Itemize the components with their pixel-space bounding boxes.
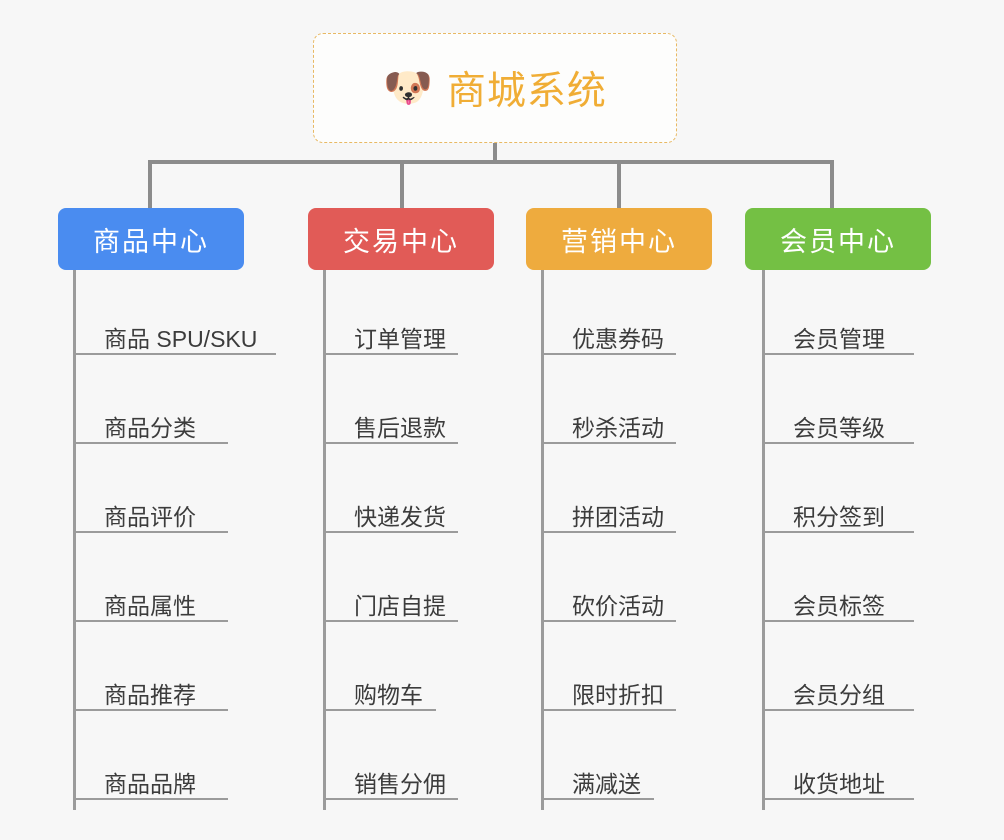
- leaf-item[interactable]: 商品 SPU/SKU: [73, 311, 276, 355]
- root-title: 商城系统: [446, 70, 607, 113]
- spine-product-center: [73, 270, 76, 810]
- leaf-item[interactable]: 商品推荐: [73, 667, 228, 711]
- category-box-trade-center[interactable]: 交易中心: [308, 208, 494, 270]
- drop-connector-product-center: [148, 160, 152, 208]
- leaf-item[interactable]: 购物车: [323, 667, 436, 711]
- dog-face-icon: 🐶: [383, 66, 433, 110]
- category-label-trade-center: 交易中心: [343, 226, 459, 257]
- leaf-label: 会员等级: [793, 414, 885, 441]
- leaf-label: 限时折扣: [572, 681, 664, 708]
- leaf-label: 售后退款: [354, 414, 446, 441]
- leaf-label: 会员标签: [793, 592, 885, 619]
- leaf-label: 商品品牌: [104, 770, 196, 797]
- leaf-label: 门店自提: [354, 592, 446, 619]
- drop-connector-trade-center: [400, 160, 404, 208]
- leaf-item[interactable]: 收货地址: [762, 756, 914, 800]
- leaf-label: 收货地址: [793, 770, 885, 797]
- leaf-label: 秒杀活动: [572, 414, 664, 441]
- leaf-item[interactable]: 商品属性: [73, 578, 228, 622]
- leaf-label: 会员管理: [793, 325, 885, 352]
- leaf-item[interactable]: 售后退款: [323, 400, 458, 444]
- leaf-label: 商品评价: [104, 503, 196, 530]
- category-box-marketing-center[interactable]: 营销中心: [526, 208, 712, 270]
- leaf-item[interactable]: 拼团活动: [541, 489, 676, 533]
- leaf-label: 会员分组: [793, 681, 885, 708]
- leaf-item[interactable]: 订单管理: [323, 311, 458, 355]
- drop-connector-member-center: [830, 160, 834, 208]
- leaf-item[interactable]: 会员等级: [762, 400, 914, 444]
- leaf-label: 订单管理: [354, 325, 446, 352]
- drop-connector-marketing-center: [617, 160, 621, 208]
- category-box-product-center[interactable]: 商品中心: [58, 208, 244, 270]
- leaf-label: 快递发货: [354, 503, 446, 530]
- leaf-label: 商品分类: [104, 414, 196, 441]
- category-label-member-center: 会员中心: [780, 226, 896, 257]
- spine-member-center: [762, 270, 765, 810]
- category-box-member-center[interactable]: 会员中心: [745, 208, 931, 270]
- leaf-item[interactable]: 积分签到: [762, 489, 914, 533]
- leaf-item[interactable]: 会员分组: [762, 667, 914, 711]
- leaf-label: 满减送: [572, 770, 641, 797]
- leaf-label: 销售分佣: [354, 770, 446, 797]
- leaf-item[interactable]: 优惠券码: [541, 311, 676, 355]
- leaf-item[interactable]: 砍价活动: [541, 578, 676, 622]
- leaf-label: 商品属性: [104, 592, 196, 619]
- leaf-item[interactable]: 限时折扣: [541, 667, 676, 711]
- root-node[interactable]: 🐶 商城系统: [313, 33, 677, 143]
- leaf-item[interactable]: 会员标签: [762, 578, 914, 622]
- leaf-label: 拼团活动: [572, 503, 664, 530]
- leaf-label: 砍价活动: [572, 592, 664, 619]
- leaf-item[interactable]: 秒杀活动: [541, 400, 676, 444]
- leaf-item[interactable]: 满减送: [541, 756, 654, 800]
- leaf-item[interactable]: 门店自提: [323, 578, 458, 622]
- leaf-label: 积分签到: [793, 503, 885, 530]
- bus-connector: [148, 160, 834, 164]
- leaf-item[interactable]: 会员管理: [762, 311, 914, 355]
- root-stem-connector: [493, 143, 497, 164]
- leaf-item[interactable]: 商品品牌: [73, 756, 228, 800]
- leaf-label: 商品 SPU/SKU: [104, 325, 258, 352]
- leaf-item[interactable]: 销售分佣: [323, 756, 458, 800]
- spine-marketing-center: [541, 270, 544, 810]
- leaf-label: 优惠券码: [572, 325, 664, 352]
- leaf-item[interactable]: 快递发货: [323, 489, 458, 533]
- category-label-product-center: 商品中心: [93, 226, 209, 257]
- leaf-item[interactable]: 商品分类: [73, 400, 228, 444]
- category-label-marketing-center: 营销中心: [561, 226, 677, 257]
- leaf-label: 购物车: [354, 681, 423, 708]
- leaf-label: 商品推荐: [104, 681, 196, 708]
- spine-trade-center: [323, 270, 326, 810]
- leaf-item[interactable]: 商品评价: [73, 489, 228, 533]
